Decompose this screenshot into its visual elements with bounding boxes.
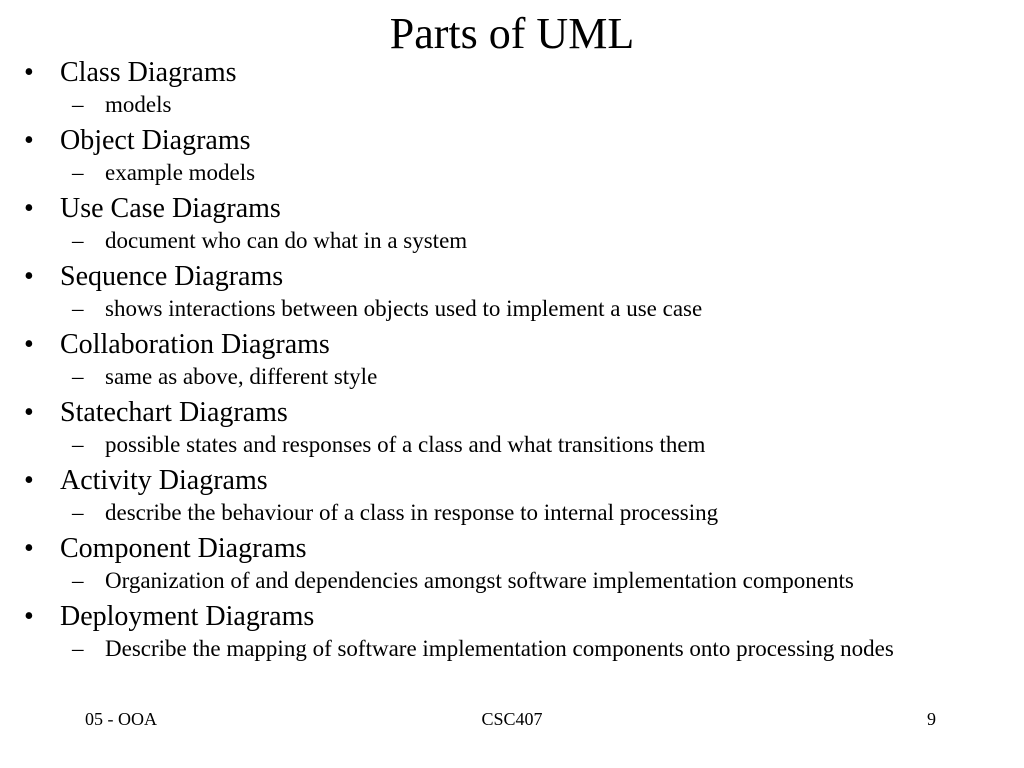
- sub-bullet-item: – possible states and responses of a cla…: [0, 430, 1024, 463]
- bullet-label: Activity Diagrams: [60, 465, 268, 496]
- dash-icon: –: [72, 636, 84, 661]
- dash-icon: –: [72, 500, 84, 525]
- bullet-item: • Object Diagrams: [0, 123, 1024, 158]
- bullet-item: • Component Diagrams: [0, 531, 1024, 566]
- bullet-icon: •: [24, 397, 34, 428]
- sub-bullet-item: – document who can do what in a system: [0, 226, 1024, 259]
- dash-icon: –: [72, 92, 84, 117]
- sub-bullet-item: – Organization of and dependencies among…: [0, 566, 1024, 599]
- list-item: • Component Diagrams – Organization of a…: [0, 531, 1024, 599]
- list-item: • Deployment Diagrams – Describe the map…: [0, 599, 1024, 667]
- sub-bullet-item: – models: [0, 90, 1024, 123]
- bullet-item: • Deployment Diagrams: [0, 599, 1024, 634]
- list-item: • Activity Diagrams – describe the behav…: [0, 463, 1024, 531]
- bullet-icon: •: [24, 125, 34, 156]
- list-item: • Sequence Diagrams – shows interactions…: [0, 259, 1024, 327]
- sub-bullet-item: – shows interactions between objects use…: [0, 294, 1024, 327]
- dash-icon: –: [72, 364, 84, 389]
- sub-bullet-label: document who can do what in a system: [105, 228, 468, 253]
- bullet-icon: •: [24, 329, 34, 360]
- sub-bullet-label: models: [105, 92, 172, 117]
- dash-icon: –: [72, 432, 84, 457]
- bullet-item: • Activity Diagrams: [0, 463, 1024, 498]
- dash-icon: –: [72, 568, 84, 593]
- bullet-item: • Sequence Diagrams: [0, 259, 1024, 294]
- bullet-label: Object Diagrams: [60, 125, 251, 156]
- list-item: • Class Diagrams – models: [0, 55, 1024, 123]
- dash-icon: –: [72, 296, 84, 321]
- bullet-icon: •: [24, 465, 34, 496]
- sub-bullet-label: same as above, different style: [105, 364, 378, 389]
- bullet-label: Use Case Diagrams: [60, 193, 281, 224]
- bullet-icon: •: [24, 261, 34, 292]
- bullet-icon: •: [24, 193, 34, 224]
- bullet-icon: •: [24, 601, 34, 632]
- sub-bullet-label: example models: [105, 160, 256, 185]
- list-item: • Statechart Diagrams – possible states …: [0, 395, 1024, 463]
- dash-icon: –: [72, 160, 84, 185]
- sub-bullet-label: shows interactions between objects used …: [105, 296, 703, 321]
- dash-icon: –: [72, 228, 84, 253]
- list-item: • Use Case Diagrams – document who can d…: [0, 191, 1024, 259]
- bullet-item: • Use Case Diagrams: [0, 191, 1024, 226]
- sub-bullet-item: – same as above, different style: [0, 362, 1024, 395]
- bullet-label: Statechart Diagrams: [60, 397, 288, 428]
- bullet-icon: •: [24, 57, 34, 88]
- bullet-label: Component Diagrams: [60, 533, 307, 564]
- bullet-label: Class Diagrams: [60, 57, 237, 88]
- bullet-item: • Collaboration Diagrams: [0, 327, 1024, 362]
- footer-left: 05 - OOA: [85, 709, 157, 729]
- bullet-list: • Class Diagrams – models • Object Diagr…: [0, 55, 1024, 667]
- sub-bullet-item: – describe the behaviour of a class in r…: [0, 498, 1024, 531]
- sub-bullet-label: Organization of and dependencies amongst…: [105, 568, 854, 593]
- bullet-label: Collaboration Diagrams: [60, 329, 330, 360]
- footer-center: CSC407: [481, 709, 543, 729]
- page-number: 9: [927, 709, 936, 729]
- sub-bullet-label: Describe the mapping of software impleme…: [105, 636, 894, 661]
- bullet-label: Deployment Diagrams: [60, 601, 315, 632]
- sub-bullet-label: possible states and responses of a class…: [105, 432, 706, 457]
- slide-title: Parts of UML: [389, 9, 635, 58]
- sub-bullet-item: – example models: [0, 158, 1024, 191]
- sub-bullet-item: – Describe the mapping of software imple…: [0, 634, 1024, 667]
- sub-bullet-label: describe the behaviour of a class in res…: [105, 500, 719, 525]
- list-item: • Object Diagrams – example models: [0, 123, 1024, 191]
- bullet-item: • Class Diagrams: [0, 55, 1024, 90]
- bullet-item: • Statechart Diagrams: [0, 395, 1024, 430]
- list-item: • Collaboration Diagrams – same as above…: [0, 327, 1024, 395]
- bullet-label: Sequence Diagrams: [60, 261, 284, 292]
- bullet-icon: •: [24, 533, 34, 564]
